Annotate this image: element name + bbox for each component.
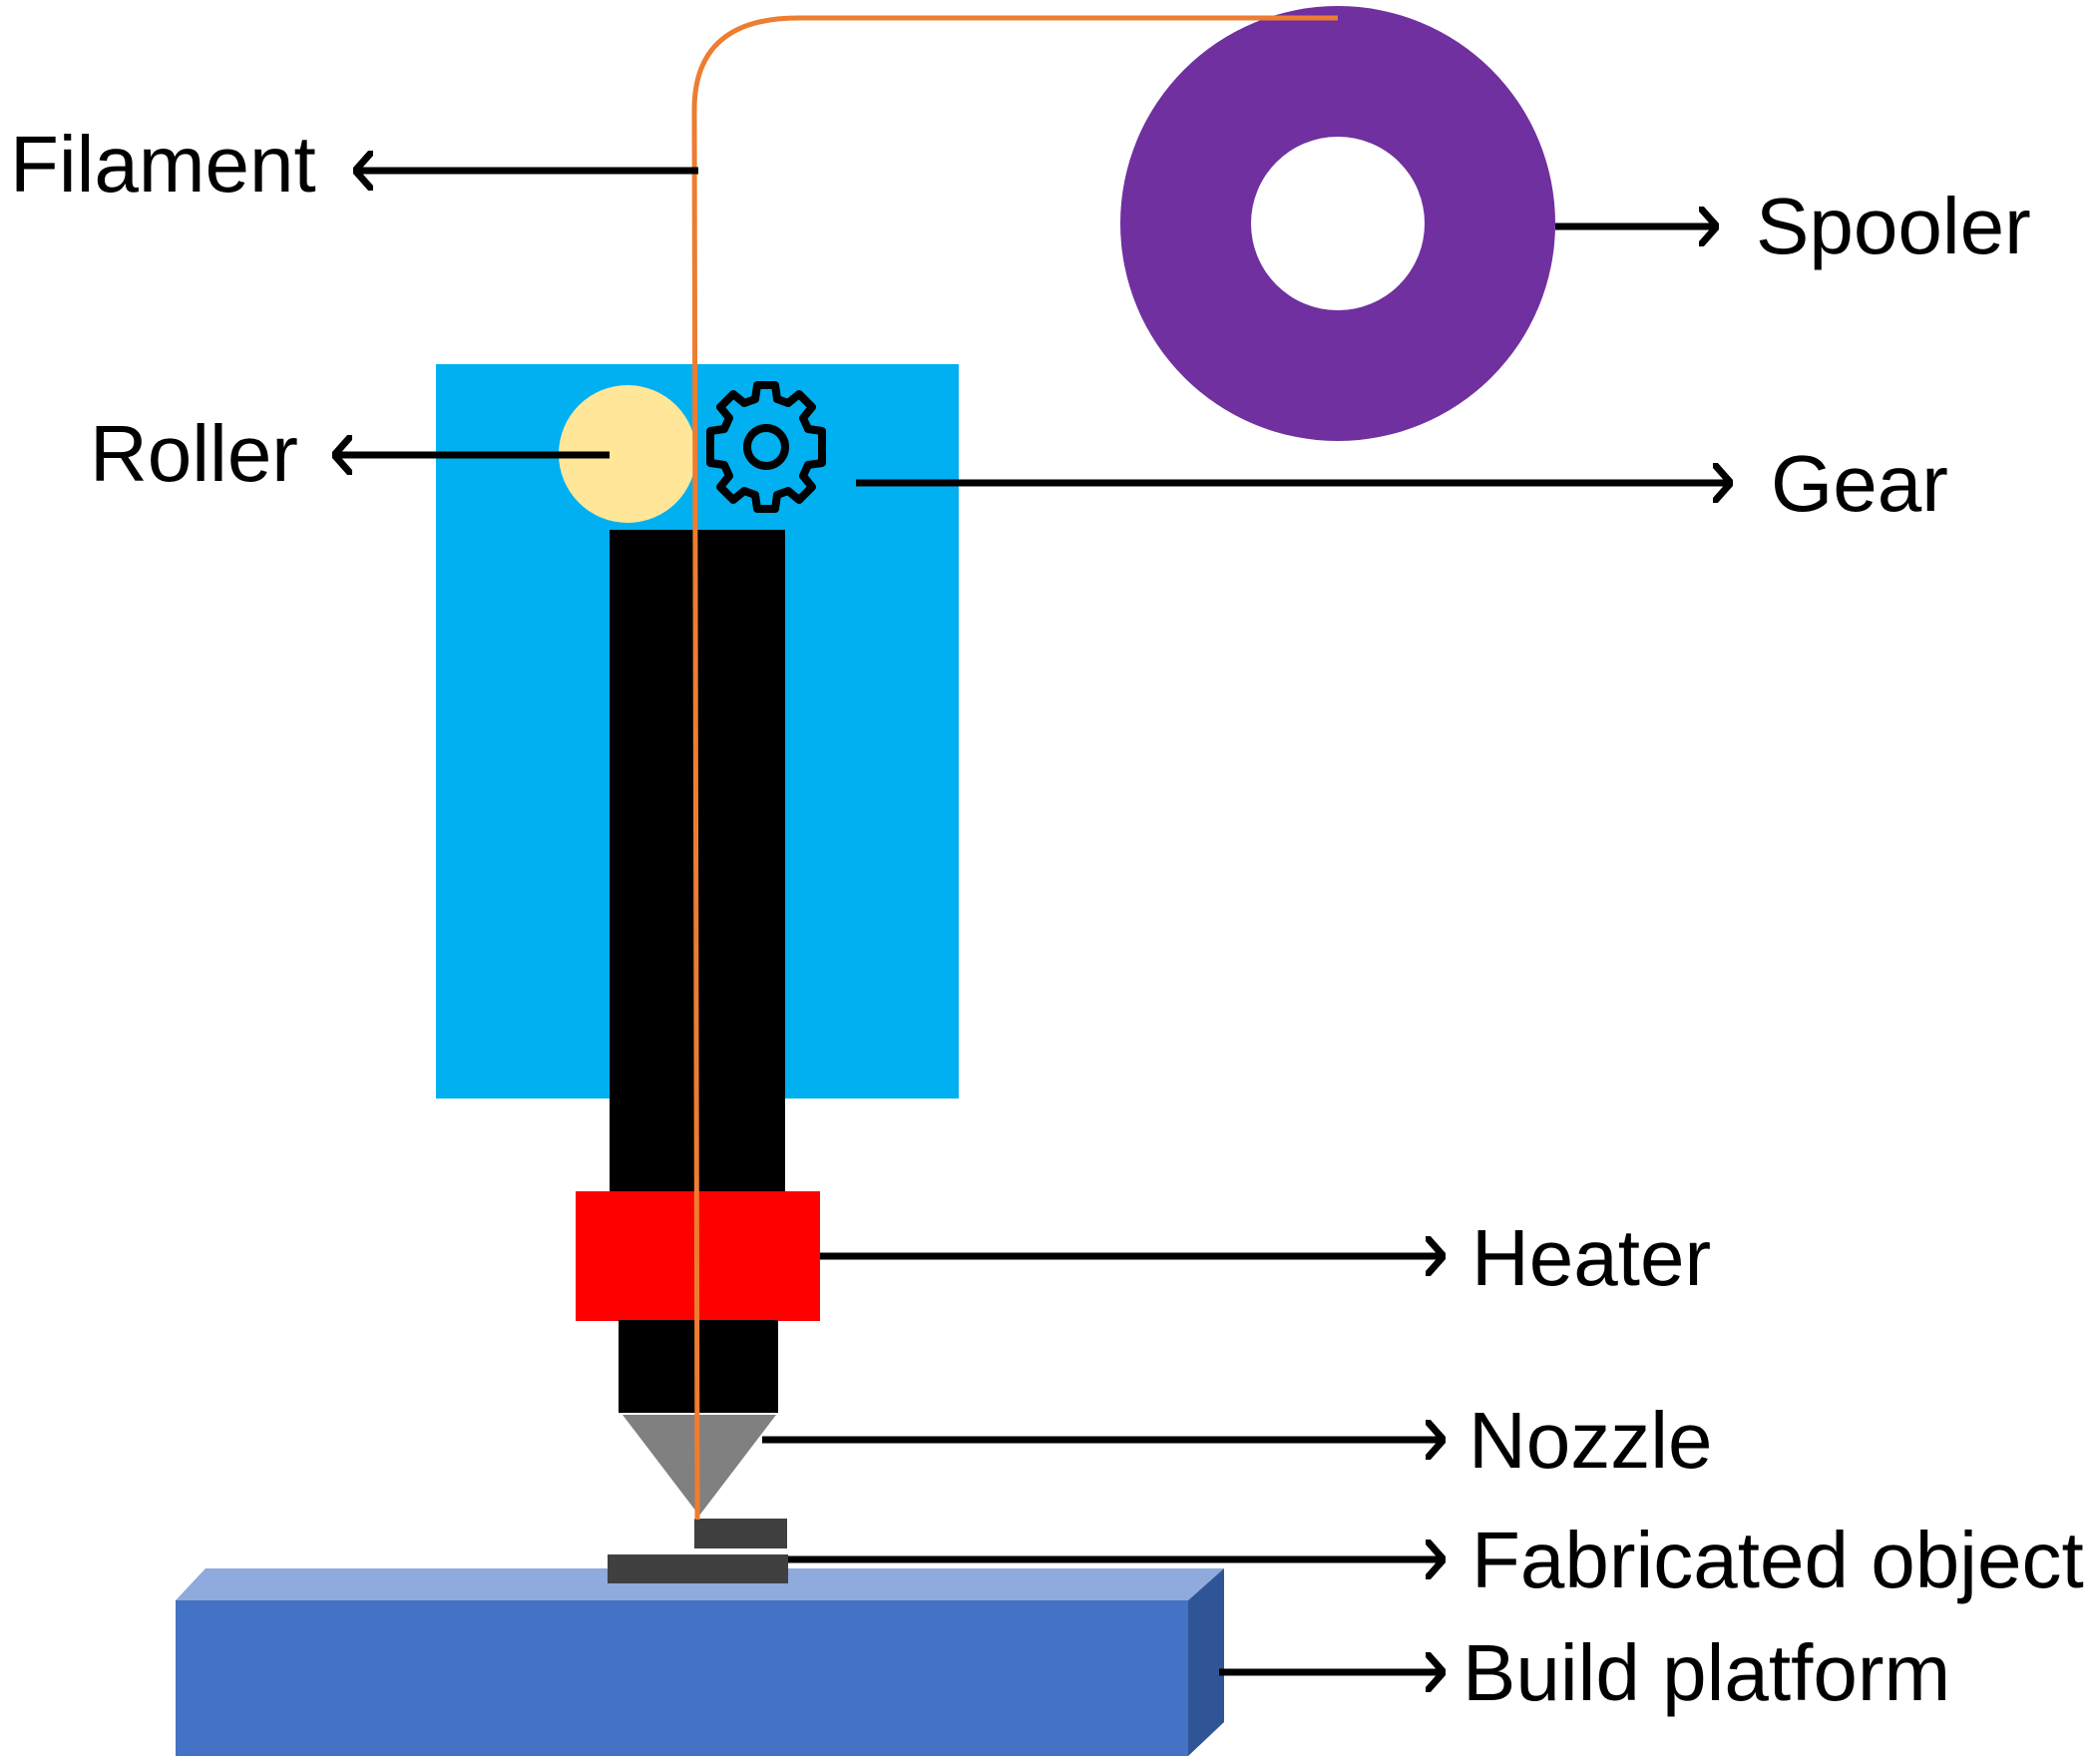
filament <box>691 15 1338 1521</box>
spooler <box>1120 6 1555 441</box>
roller-label: Roller <box>90 409 298 498</box>
build-platform-label: Build platform <box>1463 1628 1950 1717</box>
build-platform-side <box>1188 1568 1224 1756</box>
gear-label: Gear <box>1771 439 1948 528</box>
spooler-label: Spooler <box>1756 182 2031 270</box>
heater-label: Heater <box>1471 1213 1711 1302</box>
build-platform <box>176 1568 1224 1756</box>
gear-icon <box>706 381 826 513</box>
build-platform-front <box>176 1600 1188 1756</box>
build-platform-top <box>176 1568 1224 1600</box>
roller <box>559 385 696 523</box>
fabricated-object <box>608 1519 788 1583</box>
fabricated-object-label: Fabricated object <box>1471 1516 2084 1604</box>
filament-label: Filament <box>10 120 316 209</box>
nozzle-label: Nozzle <box>1468 1396 1713 1485</box>
